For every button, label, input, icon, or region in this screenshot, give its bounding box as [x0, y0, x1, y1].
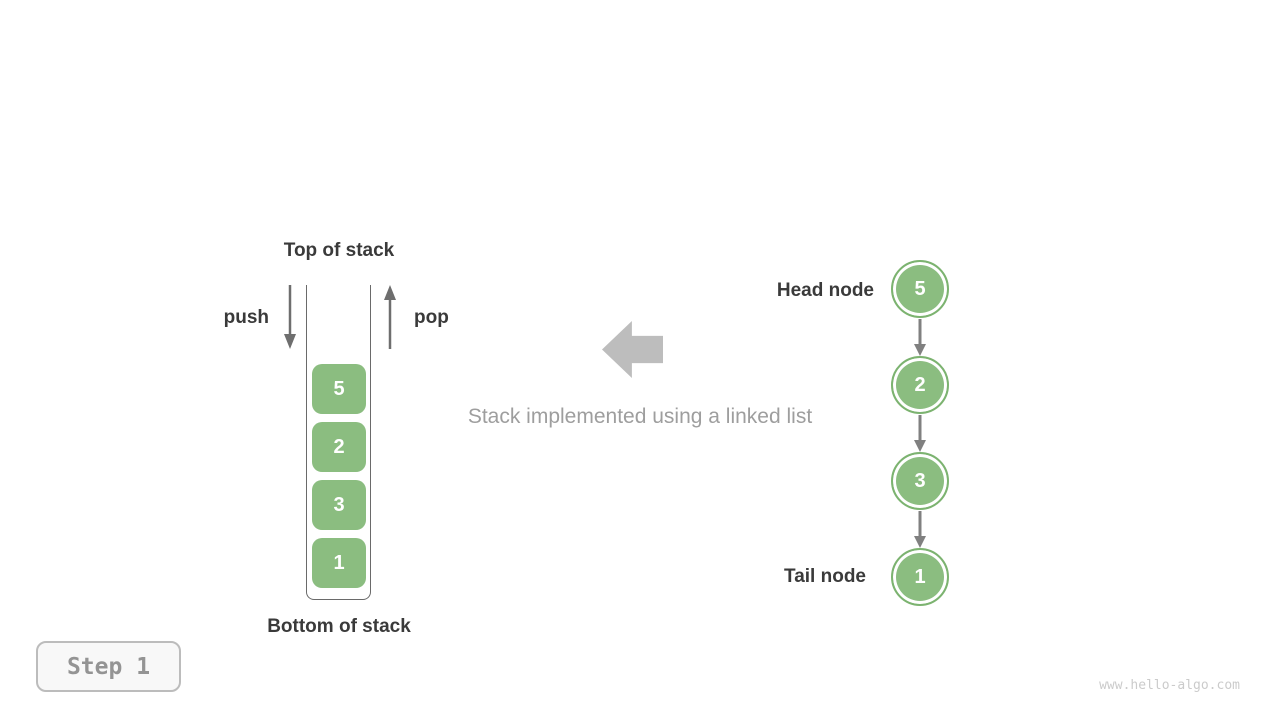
diagram-caption: Stack implemented using a linked list — [467, 405, 813, 428]
list-node: 3 — [891, 452, 949, 510]
stack-top-label: Top of stack — [283, 240, 395, 261]
stack-item: 3 — [312, 480, 366, 530]
pop-label: pop — [414, 307, 449, 328]
push-down-arrow-icon — [282, 284, 298, 355]
tail-node-label: Tail node — [784, 566, 866, 587]
stack-item: 2 — [312, 422, 366, 472]
push-label: push — [223, 307, 269, 328]
stack-container — [306, 285, 371, 600]
step-badge: Step 1 — [36, 641, 181, 692]
stack-item: 5 — [312, 364, 366, 414]
node-link-arrow-icon — [912, 511, 928, 554]
stack-item: 1 — [312, 538, 366, 588]
list-node: 2 — [891, 356, 949, 414]
list-node: 1 — [891, 548, 949, 606]
head-node-label: Head node — [776, 280, 874, 301]
stack-bottom-label: Bottom of stack — [267, 616, 411, 637]
node-link-arrow-icon — [912, 319, 928, 362]
left-block-arrow-icon — [602, 321, 663, 378]
list-node: 5 — [891, 260, 949, 318]
pop-up-arrow-icon — [382, 284, 398, 355]
node-link-arrow-icon — [912, 415, 928, 458]
watermark: www.hello-algo.com — [1099, 678, 1240, 693]
